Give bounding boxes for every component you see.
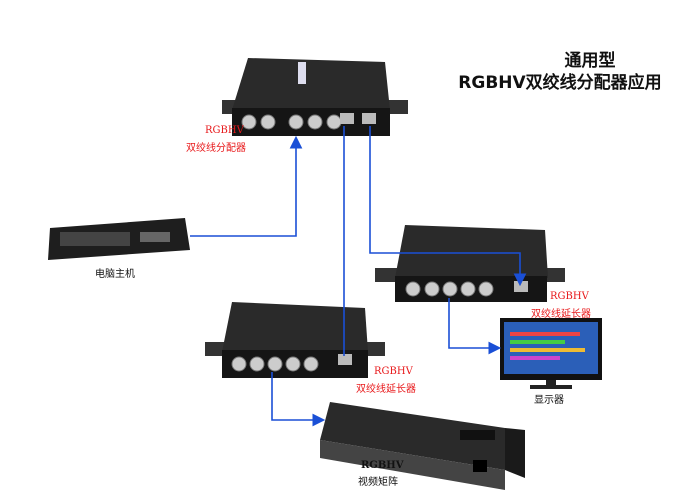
matrix-label2: 视频矩阵 bbox=[358, 477, 398, 488]
computer-label: 电脑主机 bbox=[95, 269, 135, 280]
title-line2: RGBHV双绞线分配器应用 bbox=[458, 73, 662, 93]
extender-right-label2: 双绞线延长器 bbox=[531, 309, 591, 320]
splitter-label1: RGBHV bbox=[205, 125, 244, 136]
extender-left-device bbox=[205, 302, 385, 378]
extender-right-device bbox=[375, 225, 565, 302]
extender-left-label2: 双绞线延长器 bbox=[356, 384, 416, 395]
title-line1: 通用型 bbox=[564, 51, 616, 71]
link-computer-to-splitter bbox=[190, 135, 303, 237]
matrix-label1: RGBHV bbox=[361, 460, 404, 471]
monitor-device bbox=[500, 318, 602, 389]
splitter-label2: 双绞线分配器 bbox=[186, 143, 246, 154]
extender-right-label1: RGBHV bbox=[550, 291, 589, 302]
computer-device bbox=[48, 218, 190, 260]
extender-left-label1: RGBHV bbox=[374, 366, 413, 377]
link-extender-to-monitor bbox=[448, 298, 502, 355]
matrix-device bbox=[320, 402, 525, 490]
link-splitter-to-right-extender bbox=[369, 126, 527, 287]
splitter-device bbox=[222, 58, 408, 136]
link-extender-to-matrix bbox=[271, 372, 326, 427]
monitor-label: 显示器 bbox=[534, 395, 564, 406]
link-lines bbox=[190, 126, 527, 427]
